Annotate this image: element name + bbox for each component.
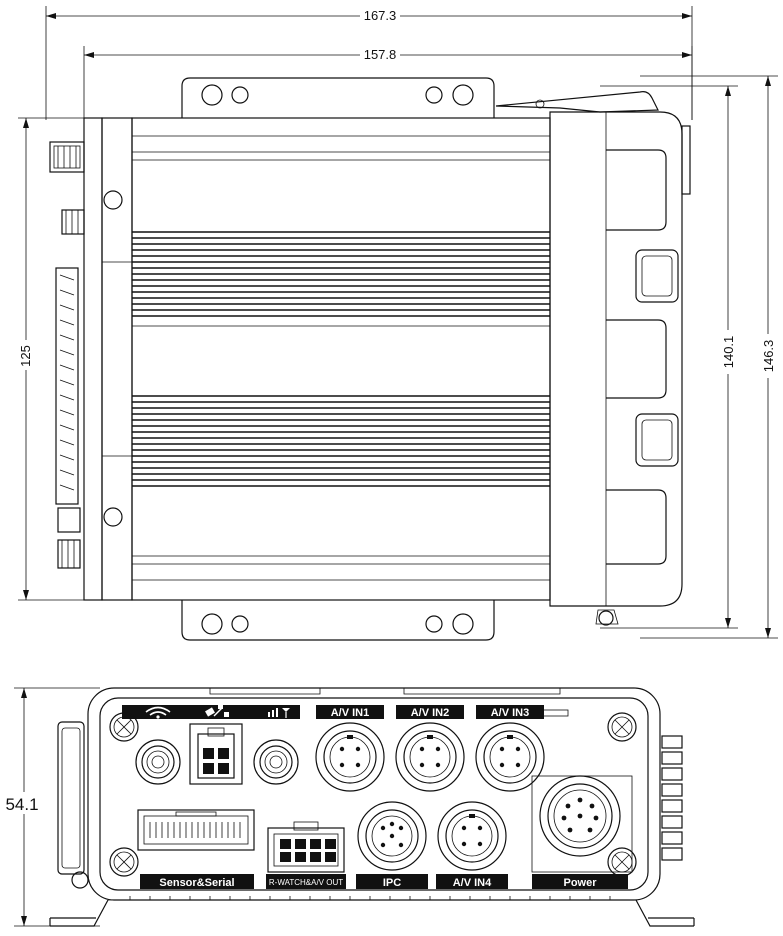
left-end-cap	[83, 117, 133, 601]
front-side-parts	[57, 721, 683, 889]
dim-height-outer-label: 146.3	[761, 340, 776, 373]
left-connectors	[49, 141, 85, 569]
dim-front-height-label: 54.1	[5, 795, 38, 814]
top-view: 167.3 157.8 125	[16, 6, 778, 641]
sensor-serial-port[interactable]: Sensor&Serial	[137, 809, 255, 889]
av-in4-port[interactable]: A/V IN4	[436, 801, 508, 889]
dim-height-inner-label: 140.1	[721, 336, 736, 369]
satellite-icon	[205, 704, 229, 717]
dim-167-3: 167.3	[45, 6, 693, 120]
av-in2-port[interactable]: A/V IN2	[395, 705, 465, 792]
heatsink-body	[131, 117, 551, 601]
fin-group-upper	[132, 231, 550, 317]
wifi-icon	[145, 706, 171, 719]
dim-height-left-label: 125	[18, 345, 33, 367]
dim-140-1: 140.1	[600, 85, 738, 629]
cellular-antenna-connector	[253, 739, 299, 785]
power-label: Power	[563, 877, 597, 889]
right-end-cap	[495, 91, 691, 626]
top-mounting-bracket	[181, 77, 495, 118]
fin-group-lower	[132, 395, 550, 487]
av-in3-port[interactable]: A/V IN3	[475, 705, 545, 792]
gps-connector	[189, 723, 243, 785]
av-in1-port[interactable]: A/V IN1	[315, 705, 385, 792]
dim-54-1: 54.1	[0, 687, 100, 927]
dim-125: 125	[16, 117, 90, 601]
screw-top-left	[109, 712, 139, 742]
sensor-serial-label: Sensor&Serial	[159, 877, 234, 889]
rwatch-avout-label: R-WATCH&A/V OUT	[269, 878, 343, 887]
ipc-port[interactable]: IPC	[356, 801, 428, 889]
rwatch-avout-port[interactable]: R-WATCH&A/V OUT	[266, 821, 346, 889]
wifi-antenna-connector	[135, 739, 181, 785]
dim-146-3: 146.3	[640, 75, 778, 639]
bottom-mounting-bracket	[181, 600, 495, 641]
power-port[interactable]: Power	[531, 775, 633, 889]
connectivity-label-bar	[122, 705, 262, 719]
av-in2-label: A/V IN2	[411, 707, 450, 719]
front-view: 54.1	[0, 687, 695, 927]
dim-top-outer-label: 167.3	[364, 8, 397, 23]
dim-top-inner-label: 157.8	[364, 47, 397, 62]
dim-157-8: 157.8	[83, 46, 693, 120]
screw-top-right	[607, 712, 637, 742]
ipc-label: IPC	[383, 877, 401, 889]
av-in3-label: A/V IN3	[491, 707, 530, 719]
av-in4-label: A/V IN4	[453, 877, 492, 889]
av-in1-label: A/V IN1	[331, 707, 370, 719]
front-panel	[87, 687, 661, 901]
screw-bottom-left	[109, 847, 139, 877]
signal-antenna-icon	[268, 708, 290, 718]
